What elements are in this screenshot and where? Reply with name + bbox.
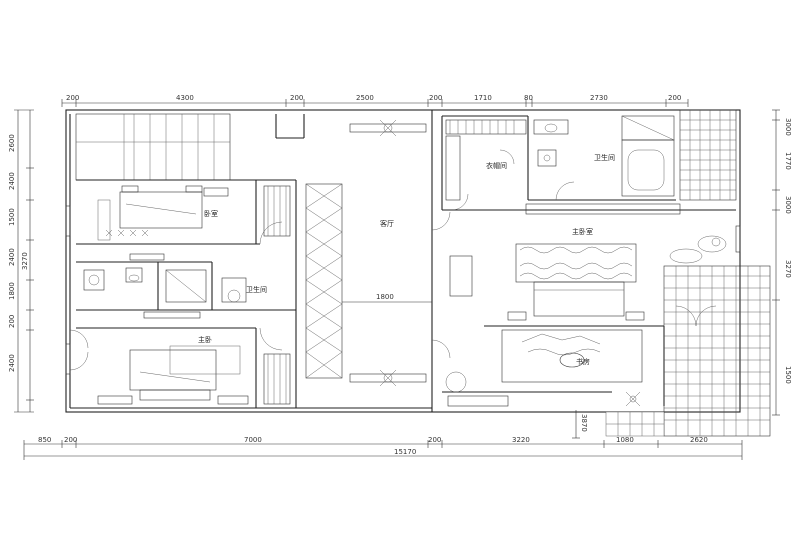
dim-top-5: 200 <box>429 94 442 102</box>
dimension-labels-top: 200 4300 200 2500 200 1710 80 2730 200 <box>66 94 681 102</box>
dimension-labels-left: 2600 2400 1500 2400 3270 1800 200 2400 <box>8 134 29 372</box>
stair-block <box>75 113 231 181</box>
master-bedroom: 主卧室 <box>442 203 741 393</box>
dim-right-3: 3000 <box>784 196 792 214</box>
dim-left-4: 2400 <box>8 248 16 266</box>
dimension-labels-right: 3000 1770 3000 3270 1500 <box>784 118 792 384</box>
central-hall: 1800 客厅 <box>342 110 451 412</box>
room-label-study: 书房 <box>576 357 590 366</box>
bedroom-lower: 主卧 <box>65 327 291 408</box>
dim-bottom-2: 200 <box>64 436 77 444</box>
dim-left-3: 1500 <box>8 208 16 226</box>
room-label-bath-left: 卫生间 <box>246 285 267 294</box>
dim-bottom-6: 1080 <box>616 436 634 444</box>
terrace-upper <box>679 109 737 201</box>
dim-left-5: 3270 <box>21 252 29 270</box>
dim-left-6: 1800 <box>8 282 16 300</box>
room-label-bedroom-upper: 卧室 <box>204 209 218 218</box>
dim-right-1: 3000 <box>784 118 792 136</box>
bedroom-upper: 卧室 <box>65 179 296 245</box>
room-label-cloakroom: 衣帽间 <box>486 161 507 170</box>
corridor-width-label: 1800 <box>376 293 394 301</box>
dim-top-3: 200 <box>290 94 303 102</box>
dim-left-8: 2400 <box>8 354 16 372</box>
terrace-lower <box>605 265 771 437</box>
dim-right-4: 3270 <box>784 260 792 278</box>
dim-top-6: 1710 <box>474 94 492 102</box>
bathroom-left: 卫生间 <box>76 253 296 319</box>
dim-overall: 15170 <box>394 448 416 456</box>
room-label-bath-right: 卫生间 <box>594 153 615 162</box>
room-label-bedroom-lower: 主卧 <box>198 335 212 344</box>
room-label-hall: 客厅 <box>380 219 394 228</box>
dim-right-5: 1500 <box>784 366 792 384</box>
bathroom-right: 卫生间 <box>527 115 676 201</box>
dim-left-1: 2600 <box>8 134 16 152</box>
dim-top-7: 80 <box>524 94 533 102</box>
dim-top-1: 200 <box>66 94 79 102</box>
dim-left-7: 200 <box>8 315 16 328</box>
dim-left-2: 2400 <box>8 172 16 190</box>
dim-bottom-3: 7000 <box>244 436 262 444</box>
stair-note: 3870 <box>580 414 588 432</box>
dim-right-2: 1770 <box>784 152 792 170</box>
dimension-labels-bottom: 850 200 7000 200 3220 1080 2620 15170 <box>38 436 708 456</box>
column-shaft <box>295 180 343 408</box>
study: 书房 <box>445 325 665 407</box>
dim-bottom-1: 850 <box>38 436 51 444</box>
cloakroom: 衣帽间 <box>441 115 528 211</box>
dim-top-9: 200 <box>668 94 681 102</box>
dim-bottom-5: 3220 <box>512 436 530 444</box>
dimension-lines <box>14 99 780 460</box>
outer-walls <box>65 109 741 413</box>
dim-top-2: 4300 <box>176 94 194 102</box>
dim-bottom-4: 200 <box>428 436 441 444</box>
dim-top-4: 2500 <box>356 94 374 102</box>
dim-top-8: 2730 <box>590 94 608 102</box>
room-label-master-bedroom: 主卧室 <box>572 227 593 236</box>
dim-bottom-7: 2620 <box>690 436 708 444</box>
